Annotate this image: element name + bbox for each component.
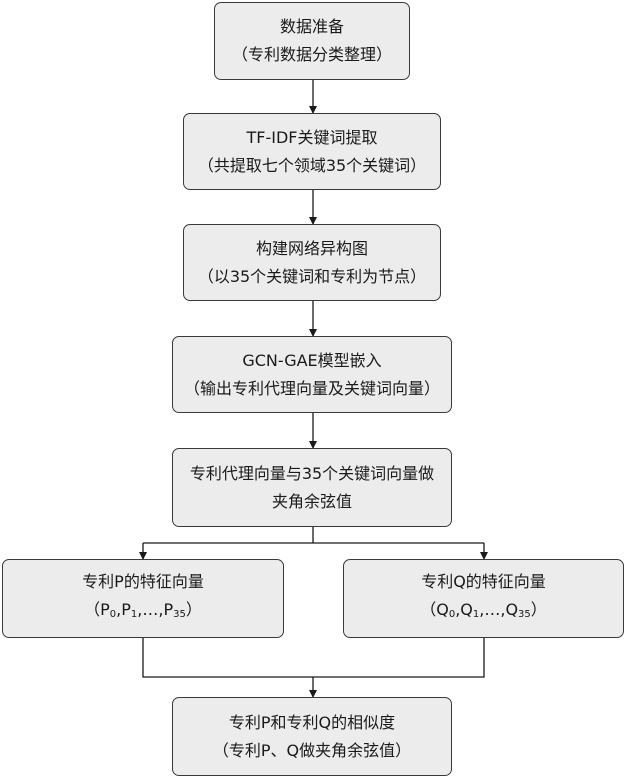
feature-q-box: 专利Q的特征向量 （Q0,Q1,…,Q35） (343, 559, 624, 638)
graph-title: 构建网络异构图 (255, 238, 368, 258)
data-prep-box: 数据准备 （专利数据分类整理） (214, 2, 410, 80)
feature-p-title: 专利P的特征向量 (82, 572, 204, 591)
merge-from-p (142, 638, 313, 678)
tfidf-box: TF-IDF关键词提取 （共提取七个领域35个关键词） (183, 113, 441, 190)
similarity-title: 专利P和专利Q的相似度 (228, 712, 396, 732)
data-prep-title: 数据准备 (279, 17, 344, 36)
gcn-detail: （输出专利代理向量及关键词向量） (183, 378, 440, 398)
merge-from-q (313, 638, 485, 678)
similarity-detail: （专利P、Q做夹角余弦值） (212, 740, 412, 760)
feature-q-title: 专利Q的特征向量 (421, 572, 546, 591)
gcn-title: GCN-GAE模型嵌入 (242, 350, 382, 370)
cosine-line-1: 专利代理向量与35个关键词向量做 (189, 463, 435, 483)
tfidf-title: TF-IDF关键词提取 (246, 127, 378, 147)
graph-box: 构建网络异构图 （以35个关键词和专利为节点） (183, 224, 441, 301)
cosine-box: 专利代理向量与35个关键词向量做 夹角余弦值 (172, 448, 452, 527)
feature-p-box: 专利P的特征向量 （P0,P1,…,P35） (2, 559, 284, 638)
similarity-box: 专利P和专利Q的相似度 （专利P、Q做夹角余弦值） (172, 697, 452, 776)
tfidf-detail: （共提取七个领域35个关键词） (197, 155, 427, 175)
cosine-line-2: 夹角余弦值 (271, 491, 352, 511)
graph-detail: （以35个关键词和专利为节点） (197, 266, 427, 286)
feature-q-vector: （Q0,Q1,…,Q35） (420, 600, 547, 620)
data-prep-detail: （专利数据分类整理） (231, 45, 392, 64)
feature-p-vector: （P0,P1,…,P35） (84, 600, 202, 620)
gcn-box: GCN-GAE模型嵌入 （输出专利代理向量及关键词向量） (172, 336, 452, 413)
